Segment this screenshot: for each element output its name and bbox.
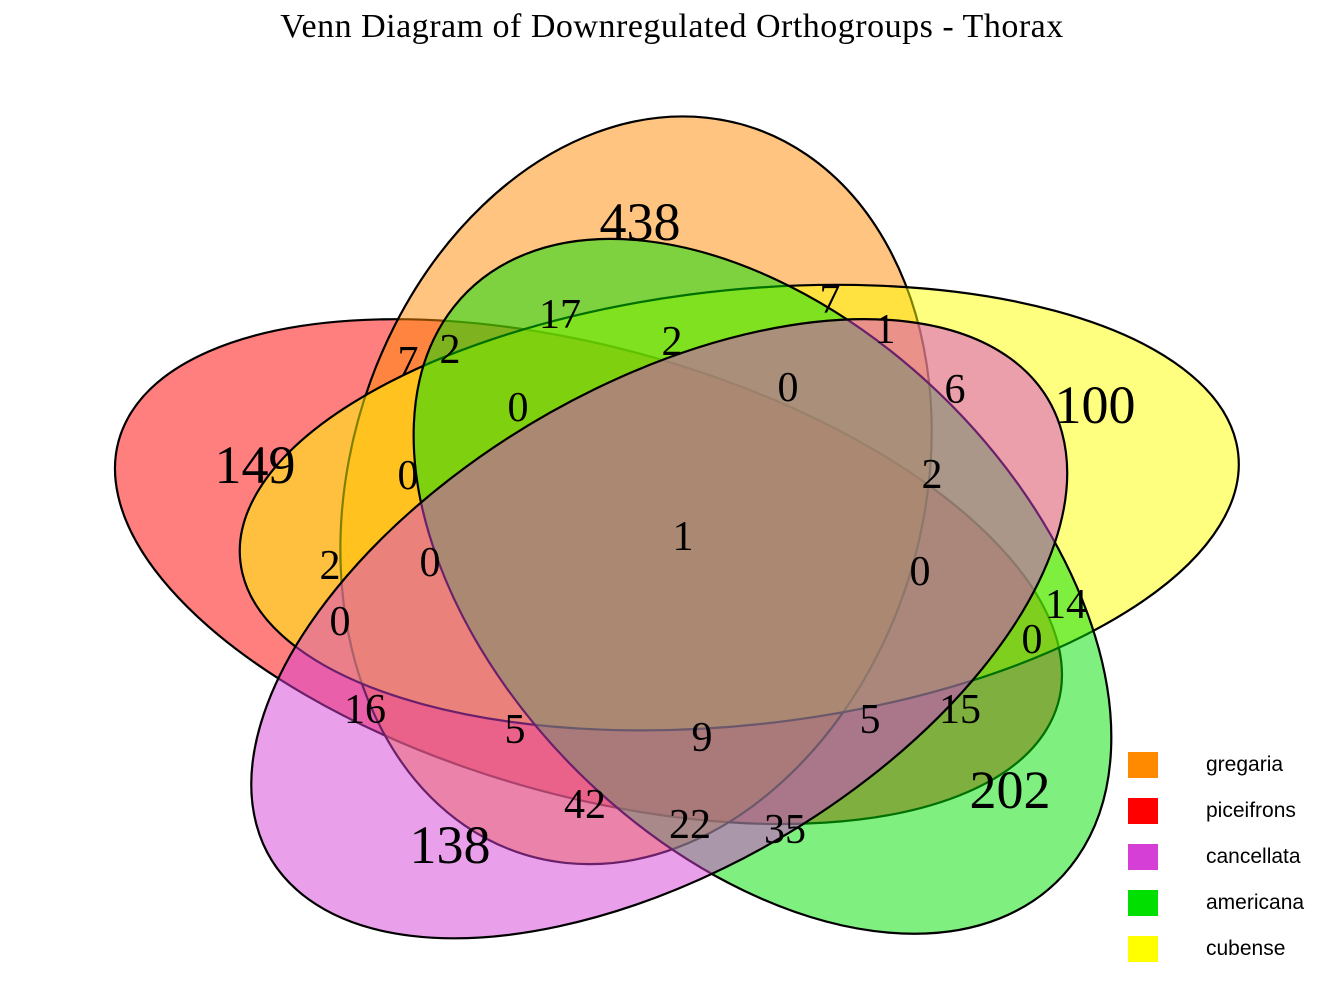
region-count-cubense: 100 [1054, 375, 1136, 435]
region-count-gregaria-cancellata: 42 [564, 782, 606, 828]
gregaria-swatch-rect [1128, 752, 1158, 778]
piceifrons-swatch [1128, 798, 1158, 824]
cancellata-swatch-rect [1128, 844, 1158, 870]
region-count-piceifrons-americana-cancellata: 5 [859, 697, 881, 743]
region-count-cubense-cancellata: 6 [944, 367, 966, 413]
ellipse-cancellata [100, 208, 1218, 960]
legend-item-cancellata: cancellata [1128, 844, 1304, 870]
legend-label-piceifrons: piceifrons [1206, 799, 1296, 822]
legend-item-piceifrons: piceifrons [1128, 798, 1304, 824]
region-count-gregaria-cubense-cancellata: 1 [874, 307, 896, 353]
region-count-gregaria-cubense: 7 [819, 277, 841, 323]
gregaria-swatch [1128, 752, 1158, 778]
cancellata-swatch [1128, 844, 1158, 870]
region-count-gregaria-americana: 17 [539, 292, 581, 338]
legend-label-americana: americana [1206, 891, 1305, 914]
region-count-gregaria-cubense-americana: 2 [661, 319, 683, 365]
region-count-piceifrons-cubense: 2 [319, 543, 341, 589]
region-count-cubense-americana: 14 [1045, 582, 1087, 628]
region-count-gregaria-cubense-americana-cancellata: 0 [777, 365, 799, 411]
region-count-gregaria-americana-cancellata: 22 [669, 802, 711, 848]
region-count-gregaria-piceifrons-cubense-cancellata: 0 [419, 540, 441, 586]
region-count-gregaria-piceifrons: 7 [397, 339, 419, 385]
region-count-gregaria-piceifrons-americana-cancellata: 9 [691, 715, 713, 761]
legend-label-cancellata: cancellata [1206, 845, 1301, 868]
americana-swatch [1128, 890, 1158, 916]
region-count-gregaria-piceifrons-cubense: 0 [397, 453, 419, 499]
region-count-cancellata: 138 [409, 815, 491, 875]
legend-item-americana: americana [1128, 890, 1304, 916]
region-count-gregaria: 438 [599, 192, 681, 252]
venn-diagram [0, 0, 1344, 960]
region-count-piceifrons-americana: 15 [939, 687, 981, 733]
legend-label-cubense: cubense [1206, 937, 1286, 960]
piceifrons-swatch-rect [1128, 798, 1158, 824]
region-count-gregaria-piceifrons-cancellata: 5 [504, 707, 526, 753]
cubense-swatch-rect [1128, 936, 1158, 962]
cubense-swatch [1128, 936, 1158, 962]
region-count-piceifrons-cancellata: 16 [344, 687, 386, 733]
region-count-piceifrons-cubense-cancellata: 0 [329, 599, 351, 645]
americana-swatch-rect [1128, 890, 1158, 916]
region-count-americana-cancellata: 35 [764, 807, 806, 853]
region-count-cubense-americana-cancellata: 2 [921, 452, 943, 498]
region-count-all-sets: 1 [672, 514, 694, 560]
region-count-piceifrons: 149 [214, 435, 296, 495]
region-count-gregaria-piceifrons-americana: 2 [439, 327, 461, 373]
region-count-piceifrons-cubense-americana: 0 [1021, 617, 1043, 663]
legend-label-gregaria: gregaria [1206, 753, 1284, 776]
legend-item-cubense: cubense [1128, 936, 1304, 962]
legend: gregaria piceifrons cancellata americana… [1128, 752, 1304, 982]
region-count-piceifrons-cubense-americana-cancellata: 0 [909, 549, 931, 595]
region-count-gregaria-piceifrons-cubense-americana: 0 [507, 385, 529, 431]
region-count-americana: 202 [969, 760, 1051, 820]
chart-title: Venn Diagram of Downregulated Orthogroup… [280, 8, 1064, 45]
legend-item-gregaria: gregaria [1128, 752, 1304, 778]
